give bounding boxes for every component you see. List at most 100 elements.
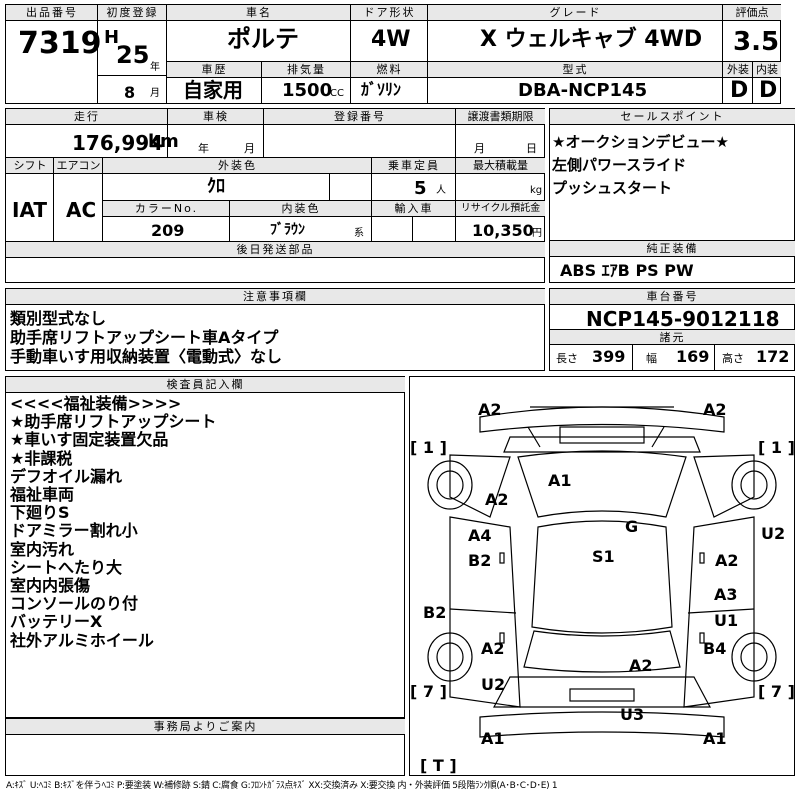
- height-label: 高さ: [722, 352, 744, 365]
- ac-value: AC: [66, 198, 97, 222]
- length-label: 長さ: [556, 352, 578, 365]
- spec-label: 諸元: [550, 329, 795, 345]
- deadline-month-unit: 月: [474, 142, 485, 155]
- reg-year: 25: [116, 41, 150, 69]
- history-label: 車歴: [167, 62, 262, 78]
- damage-code: [ 1 ]: [410, 438, 447, 457]
- inspector-line: 福祉車両: [10, 485, 75, 505]
- damage-code: S1: [592, 547, 615, 566]
- damage-code: U2: [481, 675, 506, 694]
- registration-label: 初度登録: [98, 5, 167, 21]
- intcolor-unit: 系: [354, 228, 364, 239]
- sales-point-label: セールスポイント: [550, 109, 795, 125]
- inspection-label: 車検: [168, 109, 264, 125]
- inspector-line: 下廻りS: [10, 503, 70, 523]
- intcolor-label: 内装色: [230, 201, 372, 217]
- height-value: 172: [756, 347, 790, 366]
- equipment-panel: 純正装備 ABS ｴｱB PS PW: [549, 240, 795, 283]
- fuel-cell: 燃料 ｶﾞｿﾘﾝ: [350, 61, 428, 104]
- fuel-label: 燃料: [351, 62, 428, 78]
- reg-month: 8: [124, 83, 136, 102]
- later-parts-cell: 後日発送部品: [5, 241, 545, 283]
- damage-code: A2: [478, 400, 502, 419]
- recycle-label: リサイクル預託金: [456, 201, 545, 217]
- score-label: 評価点: [723, 5, 781, 21]
- inspector-line: ドアミラー割れ小: [10, 521, 138, 541]
- length-value: 399: [592, 347, 626, 366]
- damage-diagram-panel: [409, 376, 795, 776]
- color-cell: 外装色 ｸﾛ: [102, 157, 372, 201]
- damage-code: A2: [481, 639, 505, 658]
- door-type: 4W: [371, 27, 411, 52]
- office-panel: 事務局よりご案内: [5, 718, 405, 776]
- capacity-value: 5: [414, 178, 427, 199]
- damage-code: [ T ]: [420, 756, 457, 775]
- exterior-label: 外装: [723, 62, 753, 78]
- import-cell: 輸入車: [371, 200, 456, 242]
- capacity-unit: 人: [436, 185, 446, 196]
- load-unit: kg: [530, 185, 543, 196]
- inspector-line: 室内内張傷: [10, 576, 91, 596]
- sales-point-line: ★オークションデビュー★: [552, 133, 729, 151]
- legend-text: A:ｷｽﾞ U:ﾍｺﾐ B:ｷｽﾞを伴うﾍｺﾐ P:要塗装 W:補修跡 S:錆 …: [6, 781, 558, 791]
- color-label: 外装色: [103, 158, 372, 174]
- colorno-value: 209: [151, 221, 185, 240]
- damage-code: B2: [423, 603, 447, 622]
- grade-value: X ウェルキャブ 4WD: [480, 27, 703, 52]
- car-name-label: 車名: [167, 5, 351, 21]
- damage-code: G: [625, 517, 639, 536]
- sales-point-line: プッシュスタート: [552, 179, 673, 197]
- recycle-unit: 円: [532, 228, 542, 239]
- chassis-number: NCP145-9012118: [586, 307, 780, 331]
- inspector-line: ★助手席リフトアップシート: [10, 412, 217, 432]
- equipment-value: ABS ｴｱB PS PW: [560, 261, 694, 280]
- colorno-cell: カラーNo. 209: [102, 200, 230, 242]
- inspector-line: ★非課税: [10, 448, 73, 468]
- lot-number: 7319: [18, 26, 102, 61]
- width-label: 幅: [646, 352, 657, 365]
- import-label: 輸入車: [372, 201, 456, 217]
- mileage-value: 176,994: [72, 131, 164, 155]
- car-outline-diagram: [427, 406, 777, 738]
- car-name: ポルテ: [227, 25, 299, 53]
- damage-code: A2: [485, 490, 509, 509]
- deadline-label: 譲渡書類期限: [456, 109, 545, 125]
- load-cell: 最大積載量 kg: [455, 157, 545, 201]
- shift-label: シフト: [6, 158, 54, 174]
- note-line: 助手席リフトアップシート車Aタイプ: [10, 328, 279, 347]
- inspection-month-unit: 月: [244, 142, 255, 155]
- damage-code: A1: [481, 729, 505, 748]
- notes-label: 注意事項欄: [6, 289, 545, 305]
- interior-grade: D: [759, 78, 778, 103]
- damage-code: [ 7 ]: [758, 682, 795, 701]
- regno-cell: 登録番号: [263, 108, 456, 158]
- intcolor-cell: 内装色 ﾌﾞﾗｳﾝ 系: [229, 200, 372, 242]
- damage-code: A4: [468, 526, 492, 545]
- mileage-unit: km: [148, 131, 179, 152]
- history-cell: 車歴 自家用: [166, 61, 262, 104]
- inspector-line: <<<<福祉装備>>>>: [10, 394, 182, 413]
- shift-value: IAT: [12, 198, 48, 222]
- inspection-year-unit: 年: [198, 142, 209, 155]
- sales-point-panel: セールスポイント ★オークションデビュー★ 左側パワースライド プッシュスタート: [549, 108, 795, 241]
- lot-label: 出品番号: [6, 5, 98, 21]
- inspector-line: ★車いす固定装置欠品: [10, 430, 169, 450]
- intcolor-value: ﾌﾞﾗｳﾝ: [270, 222, 305, 238]
- inspector-line: シートへたり大: [10, 557, 123, 577]
- recycle-cell: リサイクル預託金 10,350 円: [455, 200, 545, 242]
- damage-code: [ 1 ]: [758, 438, 795, 457]
- chassis-panel: 車台番号 NCP145-9012118 諸元 長さ 399 幅 169 高さ 1…: [549, 288, 795, 371]
- inspector-line: 社外アルミホイール: [10, 630, 154, 650]
- damage-code: A2: [703, 400, 727, 419]
- recycle-value: 10,350: [472, 221, 534, 240]
- interior-cell: 内装 D: [752, 61, 781, 104]
- damage-code: A3: [714, 585, 738, 604]
- fuel-value: ｶﾞｿﾘﾝ: [361, 80, 402, 99]
- inspector-label: 検査員記入欄: [6, 377, 405, 393]
- damage-code: U1: [714, 611, 739, 630]
- sales-point-list: ★オークションデビュー★ 左側パワースライド プッシュスタート: [552, 131, 729, 200]
- inspection-cell: 車検 年 月: [167, 108, 264, 158]
- era-code: H: [104, 27, 120, 48]
- damage-code: A2: [629, 656, 653, 675]
- car-name-cell: 車名 ポルテ: [166, 4, 351, 62]
